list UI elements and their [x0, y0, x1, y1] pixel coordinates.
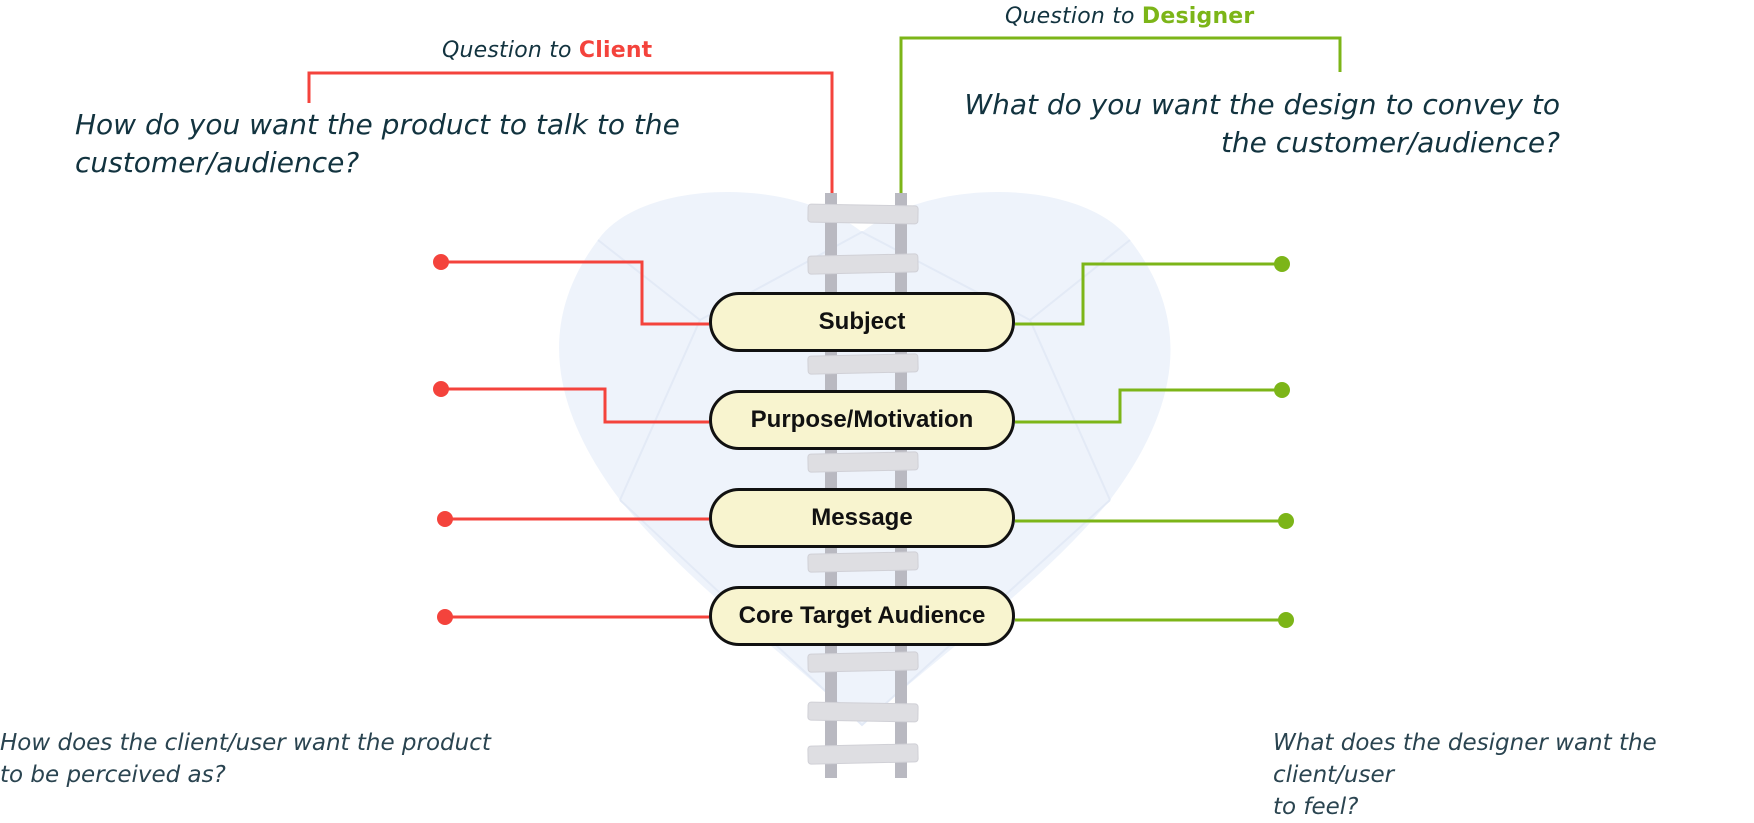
designer-question-target: Designer	[1141, 4, 1255, 29]
client-footnote-line1: How does the client/user want the produc…	[0, 730, 491, 756]
client-connectors	[441, 260, 709, 619]
client-connector-purpose	[441, 387, 709, 424]
pill-purpose-motivation: Purpose/Motivation	[709, 390, 1015, 450]
client-connector-subject	[441, 260, 709, 326]
designer-dot-subject	[1274, 256, 1290, 272]
client-dot-message	[437, 511, 453, 527]
pill-core-target-audience: Core Target Audience	[709, 586, 1015, 646]
designer-connectors	[1015, 262, 1286, 622]
client-headline: How do you want the product to talk to t…	[75, 106, 715, 182]
pill-message-label: Message	[811, 504, 913, 531]
designer-question-label: Question to Designer	[1005, 4, 1254, 29]
client-headline-line2: customer/audience?	[75, 146, 360, 179]
designer-headline-line1: What do you want the design to convey to	[964, 88, 1560, 121]
pill-core-target-audience-label: Core Target Audience	[738, 602, 986, 629]
pill-purpose-motivation-label: Purpose/Motivation	[750, 406, 974, 433]
pill-message: Message	[709, 488, 1015, 548]
track-sleeper	[807, 701, 919, 723]
client-footnote-line2: to be perceived as?	[0, 762, 226, 788]
designer-footnote-line1: What does the designer want the client/u…	[1273, 730, 1657, 788]
designer-connector-subject	[1015, 262, 1282, 326]
track-sleeper	[807, 451, 919, 473]
designer-dot-audience	[1278, 612, 1294, 628]
pill-subject: Subject	[709, 292, 1015, 352]
designer-connector-purpose	[1015, 388, 1282, 424]
track-sleeper	[807, 253, 919, 275]
pill-subject-label: Subject	[818, 308, 906, 335]
designer-footnote: What does the designer want the client/u…	[1273, 727, 1753, 823]
track-sleeper	[807, 353, 919, 375]
designer-question-prefix: Question to	[1005, 4, 1142, 29]
designer-dot-purpose	[1274, 382, 1290, 398]
track-sleeper	[807, 551, 919, 573]
client-question-connector	[307, 71, 834, 193]
designer-dot-message	[1278, 513, 1294, 529]
client-dot-purpose	[433, 381, 449, 397]
track-sleeper	[807, 743, 919, 765]
client-question-prefix: Question to	[442, 38, 579, 63]
track-sleeper	[807, 203, 919, 225]
designer-headline: What do you want the design to convey to…	[940, 86, 1560, 162]
heart-facets	[597, 230, 1131, 727]
designer-headline-line2: the customer/audience?	[1220, 126, 1560, 159]
client-dot-subject	[433, 254, 449, 270]
client-question-label: Question to Client	[442, 38, 652, 63]
client-question-target: Client	[578, 38, 653, 63]
designer-footnote-line2: to feel?	[1273, 794, 1359, 820]
client-headline-line1: How do you want the product to talk to t…	[75, 108, 680, 141]
track-sleeper	[807, 651, 919, 673]
designer-connector-dots	[1274, 256, 1294, 628]
designer-question-connector	[899, 36, 1342, 193]
right-rail	[895, 193, 907, 778]
client-connector-dots	[433, 254, 453, 625]
client-dot-audience	[437, 609, 453, 625]
client-footnote: How does the client/user want the produc…	[0, 727, 520, 791]
left-rail	[825, 193, 837, 778]
